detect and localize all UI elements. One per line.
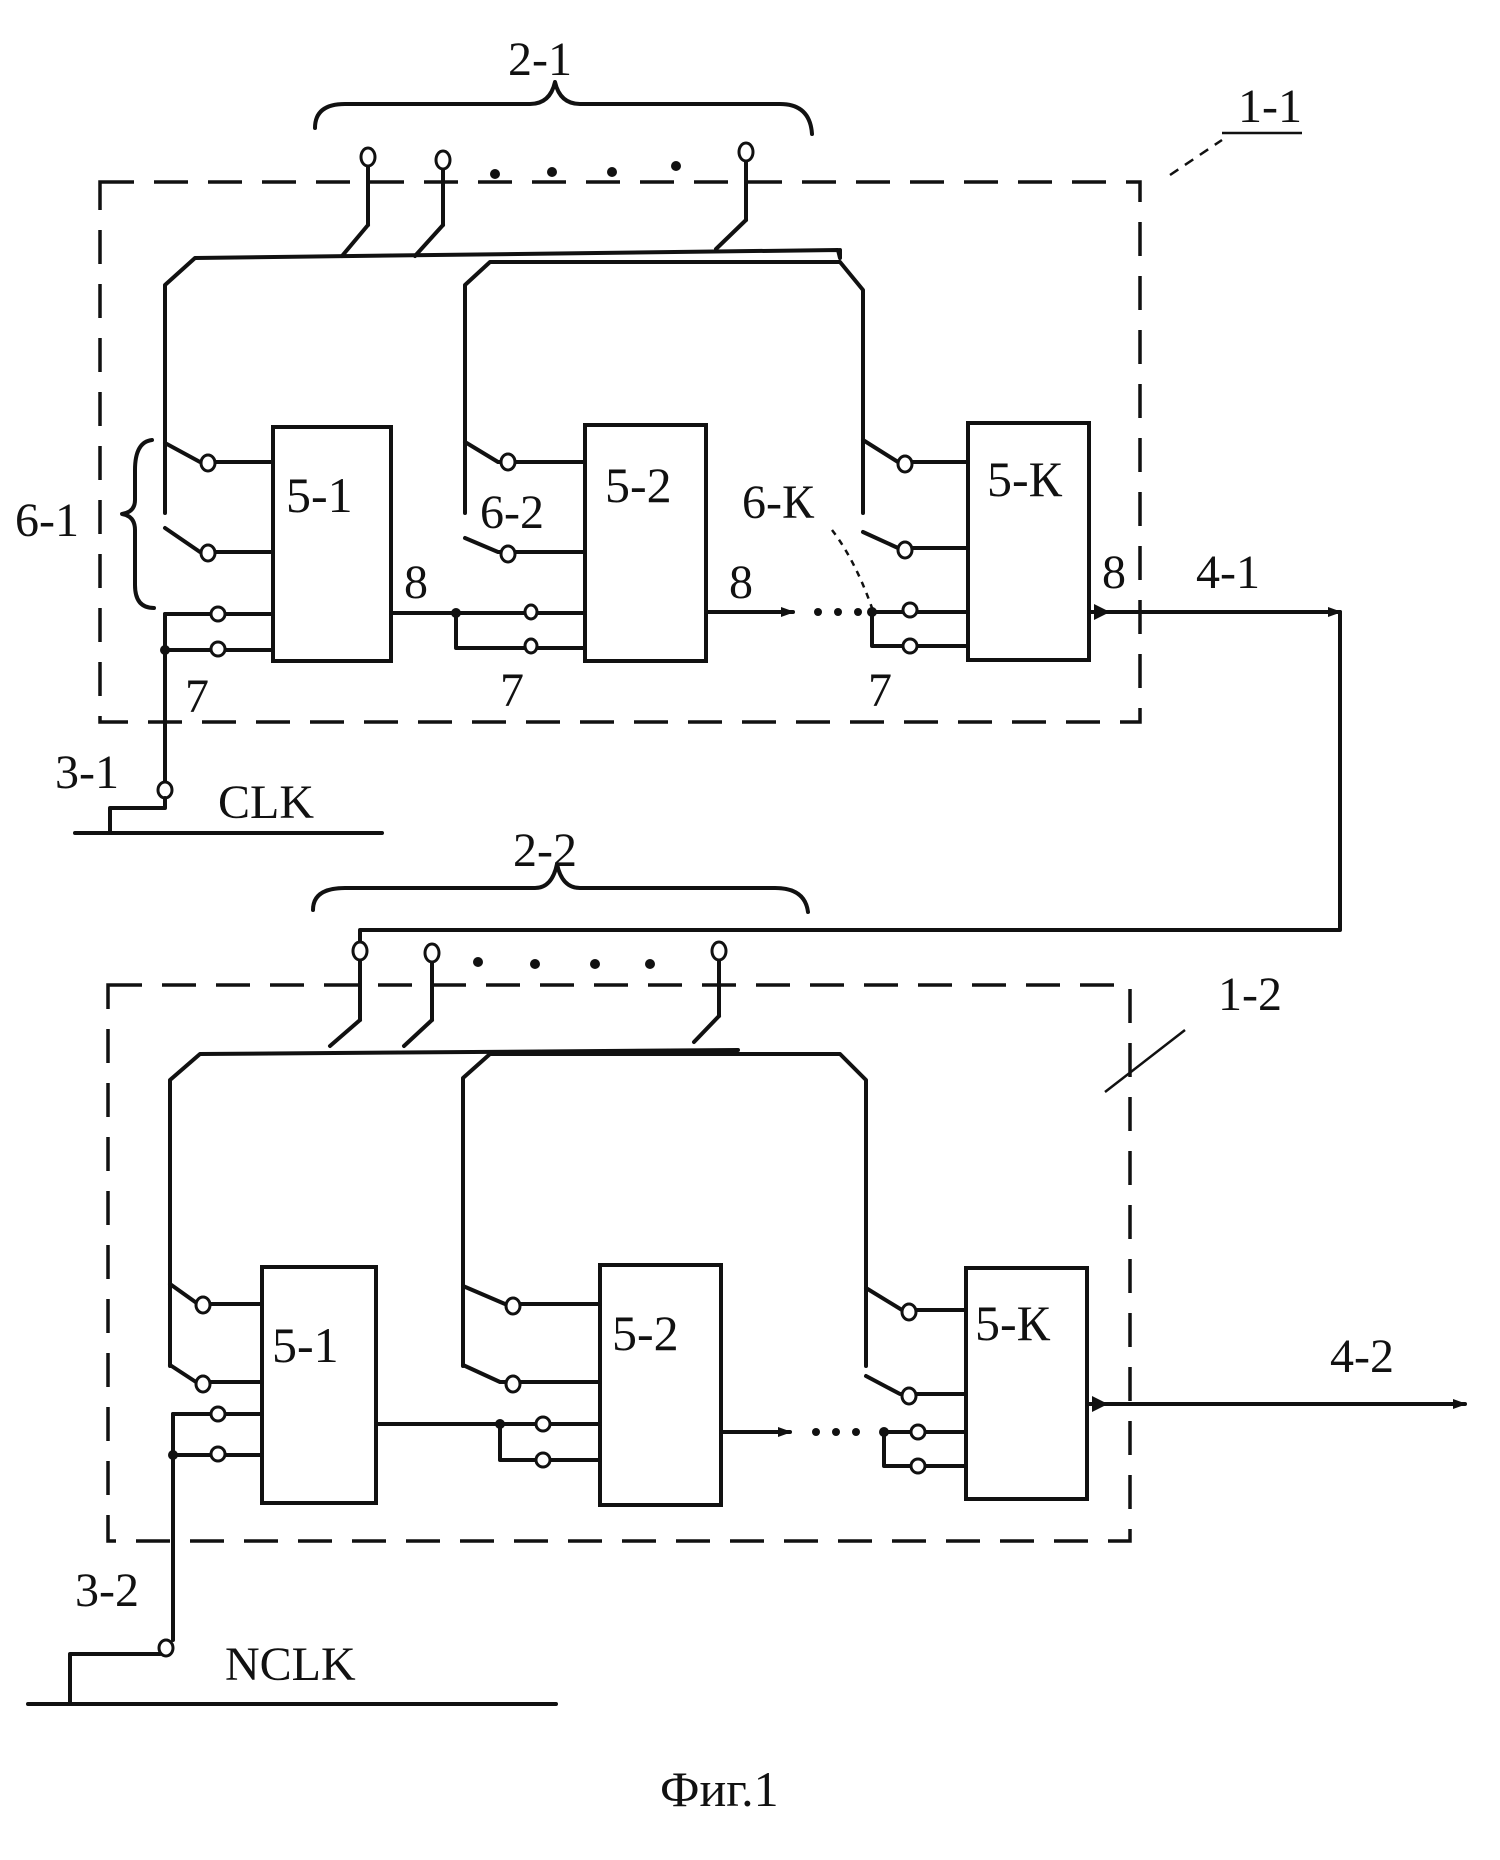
lower-input-pins bbox=[330, 942, 726, 1046]
upper-switch-brace bbox=[122, 440, 154, 608]
upper-block-5-1-label: 5-1 bbox=[286, 467, 353, 523]
pin-7-label-c: 7 bbox=[868, 664, 892, 717]
switch-group-6-1-label: 6-1 bbox=[15, 494, 79, 547]
lower-input-bus-label: 2-2 bbox=[513, 824, 577, 877]
lower-block-5-1 bbox=[262, 1267, 376, 1503]
lower-clock-signal: NCLK bbox=[225, 1638, 356, 1691]
upper-output-label: 4-1 bbox=[1196, 546, 1260, 599]
switch-group-6-2-label: 6-2 bbox=[480, 486, 544, 539]
upper-bus-wire-a bbox=[165, 250, 840, 513]
upper-block-5-1 bbox=[273, 427, 391, 661]
lower-block-5-K-label: 5-К bbox=[975, 1295, 1051, 1351]
upper-block-5-2-label: 5-2 bbox=[605, 457, 672, 513]
upper-unit-label: 1-1 bbox=[1238, 80, 1302, 133]
upper-input-bus-label: 2-1 bbox=[508, 33, 572, 86]
lower-block-5-2-label: 5-2 bbox=[612, 1305, 679, 1361]
pin-8-label-c: 8 bbox=[1102, 546, 1126, 599]
upper-clock-label: 3-1 bbox=[55, 746, 119, 799]
upper-chain-ellipsis bbox=[814, 608, 862, 616]
lower-block-5-1-label: 5-1 bbox=[272, 1317, 339, 1373]
upper-output-marker bbox=[1094, 604, 1110, 620]
pin-8-label-b: 8 bbox=[729, 556, 753, 609]
lower-output-label: 4-2 bbox=[1330, 1330, 1394, 1383]
lower-clock-label: 3-2 bbox=[75, 1564, 139, 1617]
upper-input-pins bbox=[342, 143, 753, 256]
figure-caption: Фиг.1 bbox=[660, 1761, 779, 1817]
upper-clock-signal: CLK bbox=[218, 776, 314, 829]
pin-7-label-b: 7 bbox=[500, 664, 524, 717]
lower-output-marker bbox=[1092, 1396, 1108, 1412]
upper-clock-pin bbox=[158, 782, 172, 798]
upper-input-bus-brace bbox=[315, 82, 812, 134]
pin-7-label-a: 7 bbox=[185, 670, 209, 723]
lower-block-5-2 bbox=[600, 1265, 721, 1505]
labels: 2-1 1-1 6-1 5-1 6-2 5-2 6-К 5-К 8 8 8 4-… bbox=[15, 33, 1394, 1817]
switch-group-6-K-label: 6-К bbox=[742, 476, 815, 529]
pin-8-label-a: 8 bbox=[404, 556, 428, 609]
upper-block-5-K-label: 5-К bbox=[987, 451, 1063, 507]
lower-unit-label: 1-2 bbox=[1218, 968, 1282, 1021]
lower-chain-ellipsis bbox=[812, 1428, 860, 1436]
